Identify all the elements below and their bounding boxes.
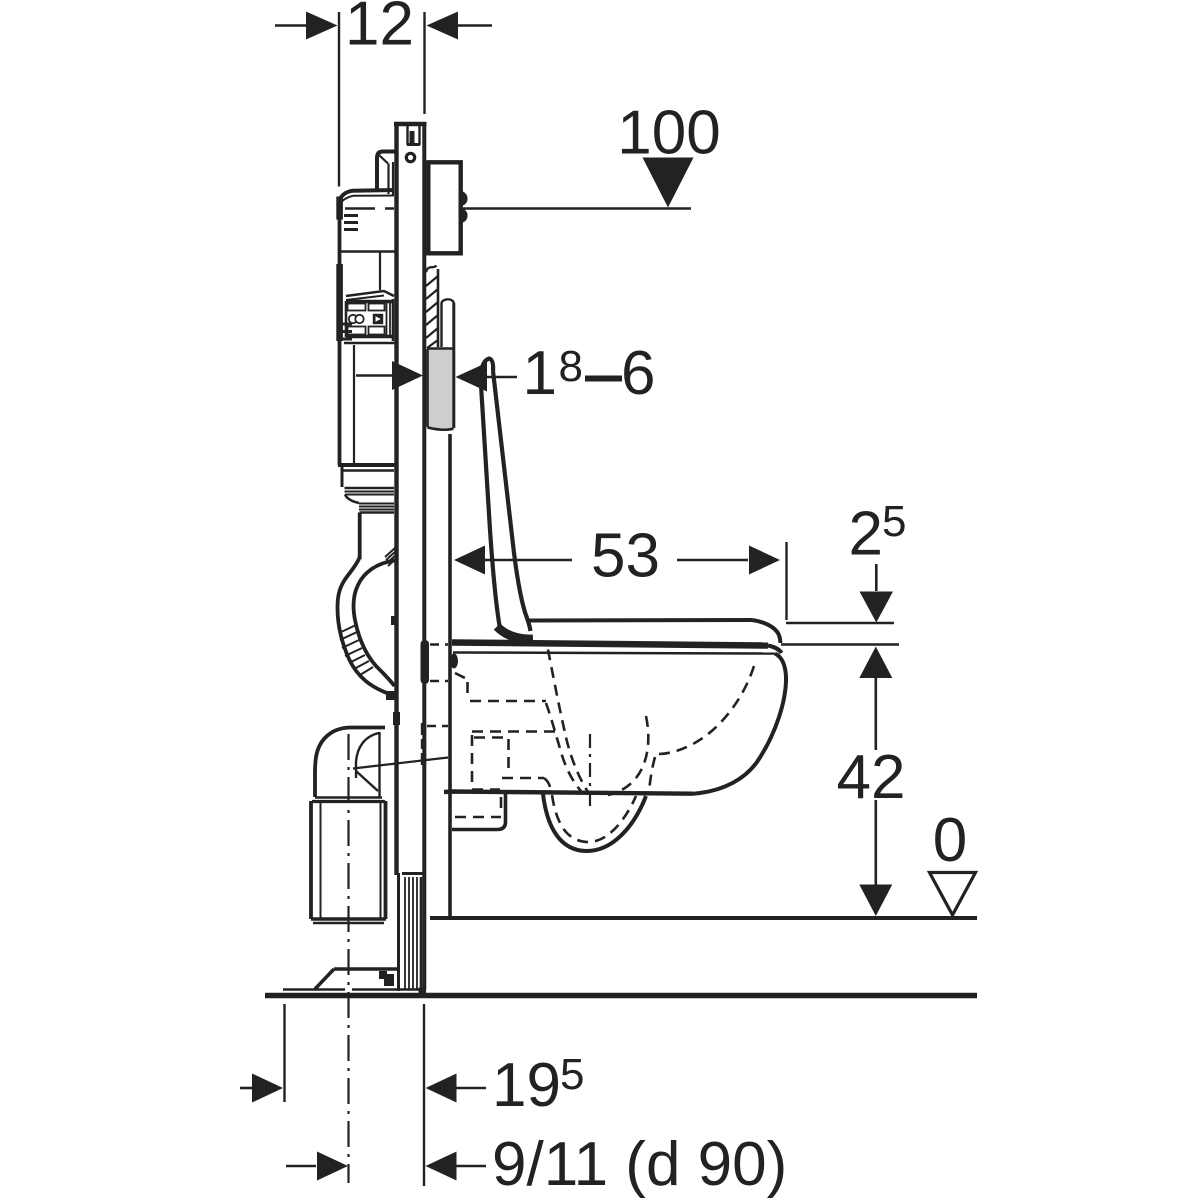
svg-text:53: 53 — [591, 522, 660, 591]
svg-text:5: 5 — [560, 1050, 584, 1099]
svg-text:6: 6 — [621, 339, 655, 408]
svg-text:100: 100 — [617, 99, 720, 168]
svg-text:42: 42 — [837, 743, 906, 812]
svg-text:0: 0 — [933, 806, 967, 875]
svg-text:5: 5 — [882, 497, 906, 546]
svg-text:19: 19 — [492, 1051, 561, 1120]
svg-text:2: 2 — [849, 500, 883, 569]
svg-text:9/11 (d 90): 9/11 (d 90) — [492, 1130, 787, 1199]
svg-text:8: 8 — [559, 342, 583, 391]
svg-text:12: 12 — [345, 0, 414, 59]
svg-text:1: 1 — [523, 339, 557, 408]
